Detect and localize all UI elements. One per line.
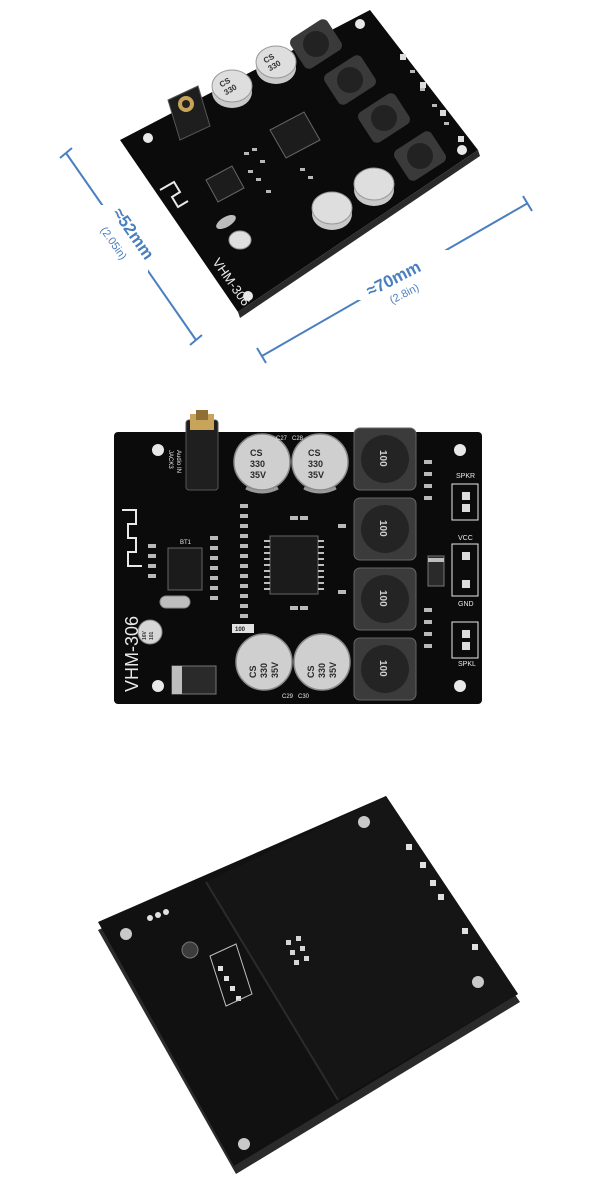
jack-label: JACK3 [167,450,173,469]
capacitor-bottom-2: CS 330 35V [293,633,351,691]
cap-label-c28: C28 [292,436,304,442]
mount-hole [152,444,164,456]
svg-text:CS: CS [306,665,316,678]
underside-pcb [98,796,520,1174]
inductor-4: 100 [353,637,417,701]
capacitor-bottom-right [353,167,395,206]
angled-pcb: CS 330 CS 330 [120,10,480,318]
svg-text:35V: 35V [328,662,338,678]
svg-text:CS: CS [250,448,263,458]
svg-text:35V: 35V [308,470,324,480]
capacitor-top-2: CS 330 35V [291,433,349,494]
inductor-3: 100 [353,567,417,631]
terminals [451,483,479,659]
angled-board-svg: ≈52mm (2.05in) ≈70mm (2.8in) [59,10,533,364]
inductors-angled [290,19,446,181]
capacitor-bottom-left [311,191,353,230]
small-capacitor: 16V 101 [137,619,163,645]
audio-in-label: Audio IN [175,450,181,473]
cap-label-c29: C29 [282,694,294,700]
cap-label-c30: C30 [298,694,310,700]
gnd-label: GND [458,601,474,608]
vcc-label: VCC [458,535,473,542]
mount-hole [454,444,466,456]
svg-text:100: 100 [377,450,388,467]
svg-text:100: 100 [377,520,388,537]
svg-text:35V: 35V [270,662,280,678]
svg-text:CS: CS [308,448,321,458]
capacitor-top-right: CS 330 [255,45,297,84]
underside-board-view [0,770,600,1190]
underside-pads [147,844,478,1001]
svg-text:330: 330 [308,459,323,469]
svg-text:330: 330 [259,663,269,678]
model-label: VHM-306 [122,616,142,692]
antenna-trace [122,509,142,567]
svg-text:CS: CS [248,665,258,678]
capacitor-top-1: CS 330 35V [233,433,291,494]
spkr-label: SPKR [456,473,475,480]
bt-label: BT1 [180,540,192,546]
amplifier-ic [269,535,319,595]
svg-text:100: 100 [377,590,388,607]
svg-text:35V: 35V [250,470,266,480]
cap-label-c27: C27 [276,436,288,442]
bluetooth-ic [167,547,203,591]
underside-board-svg [98,796,520,1174]
mount-hole [152,680,164,692]
top-board-svg: JACK3 Audio IN CS 330 35V CS 330 35V C27… [114,410,482,704]
top-board-view: JACK3 Audio IN CS 330 35V CS 330 35V C27… [0,400,600,730]
resistor-value: 100 [235,627,246,633]
mount-hole [454,680,466,692]
svg-text:101: 101 [149,631,155,640]
smd-components [148,460,432,648]
spkl-label: SPKL [458,661,476,668]
capacitor-bottom-1: CS 330 35V [235,633,293,691]
capacitor-top-left: CS 330 [211,69,253,108]
svg-text:100: 100 [377,660,388,677]
svg-text:330: 330 [317,663,327,678]
top-pcb: JACK3 Audio IN CS 330 35V CS 330 35V C27… [114,410,482,704]
audio-jack [167,85,211,141]
inductor-2: 100 [353,497,417,561]
audio-jack [185,410,219,491]
smd-components [244,70,449,193]
inductor-1: 100 [353,427,417,491]
svg-text:330: 330 [250,459,265,469]
angled-board-view: ≈52mm (2.05in) ≈70mm (2.8in) [0,0,600,380]
svg-text:16V: 16V [142,630,148,640]
